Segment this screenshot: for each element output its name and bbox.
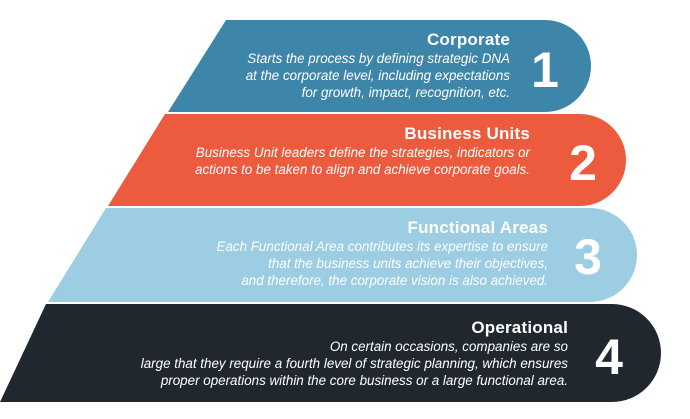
tier-description-line: Business Unit leaders define the strateg… [195, 145, 530, 160]
tier-description-line: at the corporate level, including expect… [245, 68, 510, 83]
tier-number: 2 [569, 135, 597, 191]
tier-2-shape [108, 114, 626, 206]
tier-description-line: large that they require a fourth level o… [140, 356, 568, 371]
tier-description-line: Starts the process by defining strategic… [247, 51, 510, 66]
tier-description-line: for growth, impact, recognition, etc. [301, 85, 510, 100]
tier-description-line: and therefore, the corporate vision is a… [241, 273, 548, 288]
tier-title: Business Units [404, 124, 530, 143]
tier-title: Operational [471, 318, 568, 337]
tier-description-line: that the business units achieve their ob… [268, 256, 548, 271]
tier-business-units-text: Business Units Business Unit leaders def… [110, 124, 530, 178]
tier-1-shape [168, 20, 591, 112]
tier-description-line: On certain occasions, companies are so [329, 339, 568, 354]
tier-number: 1 [531, 42, 559, 98]
tier-title: Corporate [426, 30, 510, 49]
tier-number: 4 [595, 329, 623, 385]
tier-description-line: proper operations within the core busine… [160, 373, 568, 388]
tier-functional-areas-text: Functional Areas Each Functional Area co… [108, 218, 548, 289]
tier-operational-text: Operational On certain occasions, compan… [48, 318, 568, 389]
tier-description-line: Each Functional Area contributes its exp… [216, 239, 548, 254]
tier-description-line: actions to be taken to align and achieve… [195, 162, 530, 177]
tier-number: 3 [574, 229, 602, 285]
tier-corporate-text: Corporate Starts the process by defining… [180, 30, 510, 101]
tier-4-shape [0, 304, 661, 402]
tier-3-shape [48, 208, 637, 302]
tier-title: Functional Areas [407, 218, 548, 237]
